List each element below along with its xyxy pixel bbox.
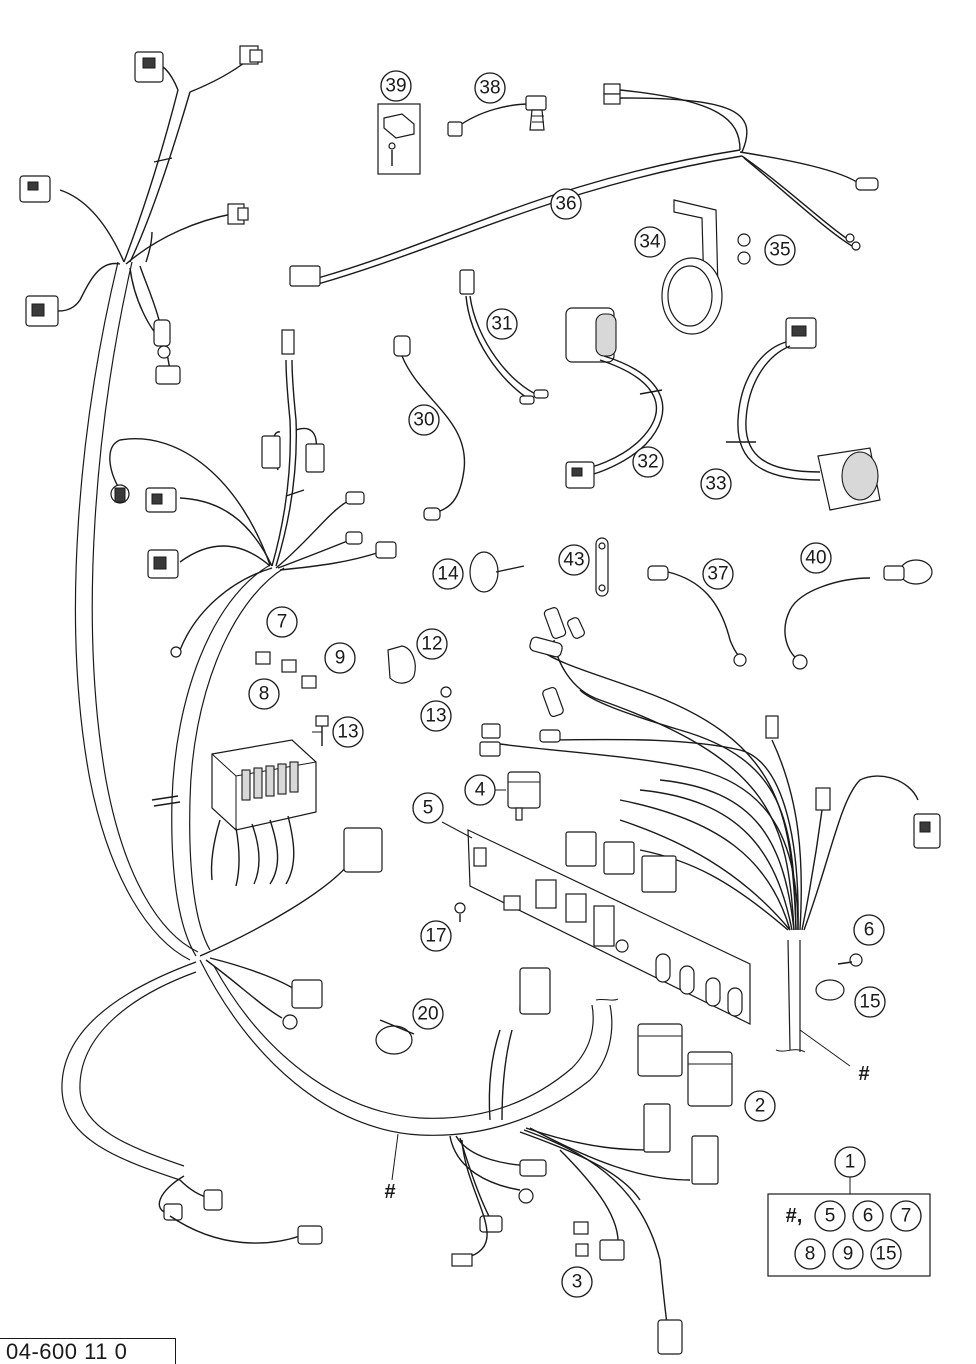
callout-40: 40 bbox=[800, 542, 832, 574]
svg-text:6: 6 bbox=[864, 920, 875, 941]
callout-4: 4 bbox=[464, 774, 496, 806]
callout-2: 2 bbox=[744, 1090, 776, 1122]
callout-7: 7 bbox=[266, 606, 298, 638]
callout-36: 36 bbox=[550, 188, 582, 220]
svg-text:40: 40 bbox=[805, 548, 826, 569]
part-32-switch bbox=[565, 307, 664, 489]
svg-text:33: 33 bbox=[705, 474, 726, 495]
svg-text:14: 14 bbox=[437, 564, 459, 585]
svg-text:32: 32 bbox=[637, 452, 658, 473]
kit-item-8: 8 bbox=[805, 1244, 816, 1265]
lower-connectors bbox=[158, 827, 719, 1355]
callout-14: 14 bbox=[432, 558, 464, 590]
part-34-horn bbox=[661, 199, 751, 335]
svg-text:8: 8 bbox=[259, 684, 270, 705]
svg-text:4: 4 bbox=[475, 780, 486, 801]
center-right-bundle bbox=[479, 607, 941, 931]
part-33-switch bbox=[726, 317, 881, 511]
callout-38: 38 bbox=[474, 72, 506, 104]
harness-36 bbox=[289, 83, 879, 287]
callout-33: 33 bbox=[700, 468, 732, 500]
callout-35: 35 bbox=[764, 234, 796, 266]
hash-mark-bottom: # bbox=[384, 1181, 395, 1203]
svg-text:20: 20 bbox=[417, 1004, 438, 1025]
callout-9: 9 bbox=[324, 642, 356, 674]
callout-43: 43 bbox=[558, 544, 590, 576]
svg-text:15: 15 bbox=[859, 992, 880, 1013]
svg-text:43: 43 bbox=[563, 550, 584, 571]
callout-13-lower: 13 bbox=[420, 700, 452, 732]
part-38-sensor bbox=[447, 95, 547, 137]
svg-text:7: 7 bbox=[277, 612, 288, 633]
svg-text:38: 38 bbox=[479, 78, 500, 99]
callout-3: 3 bbox=[561, 1266, 593, 1298]
drawing-reference-number: 04-600 11 0 bbox=[0, 1338, 176, 1364]
svg-text:1: 1 bbox=[845, 1152, 856, 1173]
callout-8: 8 bbox=[248, 678, 280, 710]
svg-text:31: 31 bbox=[491, 314, 512, 335]
svg-text:30: 30 bbox=[413, 410, 434, 431]
part-30-wire bbox=[393, 335, 466, 521]
callout-12: 12 bbox=[416, 628, 448, 660]
main-harness bbox=[61, 261, 806, 1181]
callout-39: 39 bbox=[380, 70, 412, 102]
relay-pair bbox=[637, 1023, 733, 1107]
callout-17: 17 bbox=[420, 920, 452, 952]
svg-text:34: 34 bbox=[639, 232, 661, 253]
svg-text:12: 12 bbox=[421, 634, 442, 655]
part-39-switch bbox=[377, 103, 421, 175]
svg-text:39: 39 bbox=[385, 76, 406, 97]
callout-31: 31 bbox=[486, 308, 518, 340]
upper-left-branches bbox=[19, 45, 263, 385]
kit-item-9: 9 bbox=[843, 1244, 854, 1265]
kit-item-7: 7 bbox=[901, 1206, 912, 1227]
fuse-box bbox=[210, 715, 329, 887]
svg-text:5: 5 bbox=[423, 798, 434, 819]
relay bbox=[507, 771, 541, 821]
svg-text:3: 3 bbox=[572, 1272, 583, 1293]
svg-text:17: 17 bbox=[425, 926, 446, 947]
svg-text:2: 2 bbox=[755, 1096, 766, 1117]
part-31-wire bbox=[459, 269, 549, 405]
svg-text:37: 37 bbox=[707, 564, 728, 585]
callout-20: 20 bbox=[412, 998, 444, 1030]
kit-header: #, bbox=[786, 1205, 803, 1227]
svg-text:13: 13 bbox=[425, 706, 446, 727]
svg-text:36: 36 bbox=[555, 194, 576, 215]
callout-1: 1 bbox=[834, 1146, 866, 1178]
callout-30: 30 bbox=[408, 404, 440, 436]
callout-15: 15 bbox=[854, 986, 886, 1018]
callout-32: 32 bbox=[632, 446, 664, 478]
hash-mark-right: # bbox=[858, 1063, 869, 1085]
svg-text:13: 13 bbox=[337, 722, 358, 743]
kit-box-contents: #, 5 6 7 8 9 15 bbox=[786, 1200, 922, 1270]
callout-13-upper: 13 bbox=[332, 716, 364, 748]
middle-left-branches bbox=[109, 329, 397, 658]
svg-text:9: 9 bbox=[335, 648, 346, 669]
svg-text:35: 35 bbox=[769, 240, 790, 261]
callout-6: 6 bbox=[853, 914, 885, 946]
kit-item-5: 5 bbox=[825, 1206, 836, 1227]
callout-5: 5 bbox=[412, 792, 444, 824]
bracket-plate bbox=[467, 829, 751, 1025]
kit-item-6: 6 bbox=[863, 1206, 874, 1227]
kit-item-15: 15 bbox=[875, 1244, 896, 1265]
small-parts bbox=[255, 537, 933, 1055]
callout-34: 34 bbox=[634, 226, 666, 258]
callout-37: 37 bbox=[702, 558, 734, 590]
